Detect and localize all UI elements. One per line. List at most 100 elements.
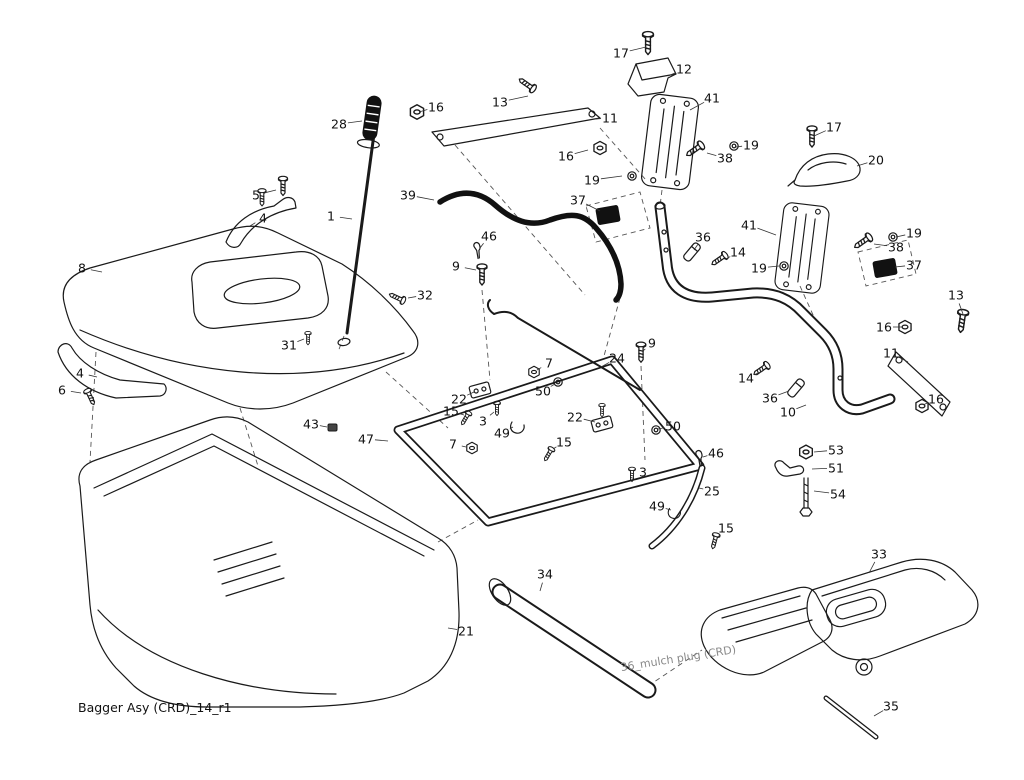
part-callout-43: 43 bbox=[303, 417, 319, 432]
leader-line-5 bbox=[264, 189, 277, 194]
part-callout-3: 3 bbox=[639, 465, 647, 480]
part-callout-38: 38 bbox=[717, 151, 733, 166]
part-41-bracket-lower bbox=[773, 201, 831, 295]
leader-line-13 bbox=[508, 95, 529, 101]
leader-line-33 bbox=[868, 561, 876, 574]
part-callout-12: 12 bbox=[676, 62, 692, 77]
part-callout-3: 3 bbox=[479, 414, 487, 429]
leader-line-51 bbox=[811, 467, 828, 470]
leader-line-15 bbox=[717, 534, 721, 538]
part-callout-17: 17 bbox=[826, 120, 842, 135]
part-4-strip-top bbox=[225, 196, 297, 248]
part-callout-31: 31 bbox=[281, 338, 297, 353]
part-43-plug bbox=[327, 423, 338, 432]
part-callout-8: 8 bbox=[78, 261, 86, 276]
leader-line-6 bbox=[70, 391, 82, 394]
part-callout-19: 19 bbox=[584, 173, 600, 188]
leader-line-46 bbox=[702, 455, 708, 458]
part-callout-21: 21 bbox=[458, 624, 474, 639]
part-11-strip-top bbox=[431, 107, 601, 147]
part-callout-28: 28 bbox=[331, 117, 347, 132]
leader-line-19 bbox=[735, 145, 743, 148]
part-callout-11: 11 bbox=[883, 346, 899, 361]
part-callout-20: 20 bbox=[868, 153, 884, 168]
leader-line-15 bbox=[459, 413, 465, 416]
part-41-bracket-upper bbox=[639, 92, 701, 192]
part-34-chute-tube bbox=[488, 578, 657, 699]
leader-line-19 bbox=[600, 175, 623, 180]
part-callout-36: 36 bbox=[695, 230, 711, 245]
leader-line-47 bbox=[374, 439, 389, 442]
part-callout-46: 46 bbox=[481, 229, 497, 244]
leader-line-37 bbox=[585, 203, 601, 212]
part-callout-37: 37 bbox=[906, 258, 922, 273]
part-callout-47: 47 bbox=[358, 432, 374, 447]
part-callout-34: 34 bbox=[537, 567, 553, 582]
part-callout-15: 15 bbox=[556, 435, 572, 450]
part-4-strip-left bbox=[57, 343, 167, 399]
leader-line-39 bbox=[416, 196, 435, 201]
part-callout-53: 53 bbox=[828, 443, 844, 458]
part-callout-15: 15 bbox=[443, 404, 459, 419]
part-callout-19: 19 bbox=[751, 261, 767, 276]
leader-line-3 bbox=[489, 411, 495, 416]
part-callout-46: 46 bbox=[708, 446, 724, 461]
leader-line-19 bbox=[767, 265, 780, 268]
part-10-support-arm bbox=[654, 201, 896, 416]
part-11-strip-right bbox=[887, 351, 951, 417]
part-callout-22: 22 bbox=[451, 392, 467, 407]
part-callout-51: 51 bbox=[828, 461, 844, 476]
part-1-rod bbox=[345, 110, 379, 335]
part-callout-16: 16 bbox=[876, 320, 892, 335]
part-callout-41: 41 bbox=[704, 91, 720, 106]
part-callout-25: 25 bbox=[704, 484, 720, 499]
part-28-grip bbox=[356, 95, 382, 149]
part-24-rod bbox=[486, 299, 641, 391]
part-callout-10: 10 bbox=[780, 405, 796, 420]
part-callout-4: 4 bbox=[76, 366, 84, 381]
leader-line-12 bbox=[667, 72, 676, 77]
leader-line-41 bbox=[689, 101, 705, 111]
leader-line-49 bbox=[665, 508, 672, 511]
leader-line-25 bbox=[698, 487, 704, 490]
leader-line-9 bbox=[464, 267, 477, 271]
part-callout-14: 14 bbox=[738, 371, 754, 386]
leader-line-16 bbox=[922, 402, 928, 406]
leader-line-22 bbox=[583, 418, 596, 423]
leader-line-4 bbox=[88, 374, 98, 378]
leader-line-36 bbox=[778, 390, 790, 396]
leader-line-8 bbox=[90, 269, 103, 273]
part-callout-50: 50 bbox=[665, 419, 681, 434]
part-22-clamp-right bbox=[590, 402, 614, 433]
leader-line-35 bbox=[873, 710, 884, 717]
part-callout-16: 16 bbox=[928, 392, 944, 407]
part-33-mulch-plug bbox=[700, 558, 979, 676]
part-callout-24: 24 bbox=[609, 351, 625, 366]
hardware-nuts bbox=[409, 104, 929, 519]
part-callout-39: 39 bbox=[400, 188, 416, 203]
part-8-cover bbox=[62, 225, 419, 410]
leader-line-17 bbox=[629, 46, 647, 52]
part-callout-41: 41 bbox=[741, 218, 757, 233]
part-callout-32: 32 bbox=[417, 288, 433, 303]
part-callout-16: 16 bbox=[558, 149, 574, 164]
part-callout-11: 11 bbox=[602, 111, 618, 126]
part-callout-16: 16 bbox=[428, 100, 444, 115]
leader-line-50 bbox=[550, 383, 556, 387]
leader-line-7 bbox=[461, 445, 467, 448]
part-21-bag bbox=[78, 416, 460, 708]
part-callout-15: 15 bbox=[718, 521, 734, 536]
part-callout-49: 49 bbox=[494, 426, 510, 441]
part-callout-36: 36 bbox=[762, 391, 778, 406]
leader-line-9 bbox=[642, 348, 646, 352]
part-callout-7: 7 bbox=[449, 437, 457, 452]
leader-line-53 bbox=[813, 450, 828, 453]
leader-line-41 bbox=[757, 227, 777, 236]
leader-line-14 bbox=[725, 256, 731, 260]
part-callout-38: 38 bbox=[888, 240, 904, 255]
part-callout-14: 14 bbox=[730, 245, 746, 260]
part-callout-19: 19 bbox=[743, 138, 759, 153]
part-callout-35: 35 bbox=[883, 699, 899, 714]
